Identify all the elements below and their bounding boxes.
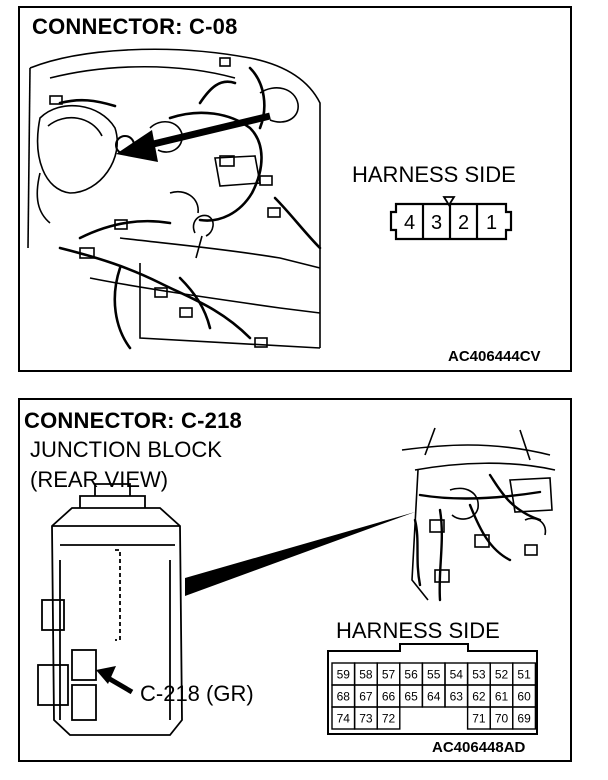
figure-code: AC406448AD — [432, 739, 526, 756]
figure-code: AC406444CV — [448, 348, 541, 365]
pin-label: 53 — [472, 668, 486, 682]
pin-label: 73 — [359, 712, 373, 726]
pin-label: 67 — [359, 690, 373, 704]
pin-label: 52 — [495, 668, 509, 682]
pin-cell — [512, 706, 537, 730]
pin-label: 60 — [517, 690, 531, 704]
pin-label: 58 — [359, 668, 373, 682]
pin-label: 64 — [427, 690, 441, 704]
dashboard-illustration — [27, 48, 322, 350]
connector-key-mark — [442, 196, 456, 207]
c218-pointer-arrow — [96, 666, 134, 695]
pin-label: 70 — [495, 712, 509, 726]
pin-label: 69 — [517, 712, 531, 726]
pin-label: 68 — [337, 690, 351, 704]
pin-label: 61 — [495, 690, 509, 704]
connector-c218-title: CONNECTOR: C-218 — [24, 408, 242, 433]
harness-side-label: HARNESS SIDE — [336, 618, 500, 643]
pin-label: 63 — [450, 690, 464, 704]
connector-c08-panel: CONNECTOR: C-08 — [18, 6, 572, 372]
pin-label: 65 — [404, 690, 418, 704]
pin-label: 55 — [427, 668, 441, 682]
pin-label: 72 — [382, 712, 396, 726]
rear-view-label: (REAR VIEW) — [30, 467, 169, 492]
pin-label: 51 — [517, 668, 531, 682]
junction-block-illustration — [37, 427, 556, 736]
pin-label: 56 — [404, 668, 418, 682]
connector-c08-face: 4 3 2 1 — [389, 196, 513, 241]
pin-label: 59 — [337, 668, 351, 682]
pin-label: 66 — [382, 690, 396, 704]
connector-c08-title: CONNECTOR: C-08 — [32, 14, 238, 39]
pin-label: 74 — [337, 712, 351, 726]
pin-cell — [376, 706, 401, 730]
callout-wedge — [185, 512, 415, 596]
pin-label: 54 — [450, 668, 464, 682]
c218-pointer-label: C-218 (GR) — [140, 681, 254, 706]
pin-label: 1 — [486, 212, 497, 234]
pin-label: 71 — [472, 712, 486, 726]
pin-label: 2 — [458, 212, 469, 234]
pin-label: 62 — [472, 690, 486, 704]
pin-label: 57 — [382, 668, 396, 682]
junction-block-label: JUNCTION BLOCK — [30, 437, 222, 462]
pin-label: 3 — [431, 212, 442, 234]
connector-c218-panel: CONNECTOR: C-218 JUNCTION BLOCK (REAR VI… — [18, 398, 572, 762]
harness-side-label: HARNESS SIDE — [352, 162, 516, 187]
pin-label: 4 — [404, 212, 415, 234]
connector-c218-face: 59 58 57 56 55 54 53 52 51 68 67 66 65 64 63 62 61 60 74 73… — [327, 643, 538, 735]
